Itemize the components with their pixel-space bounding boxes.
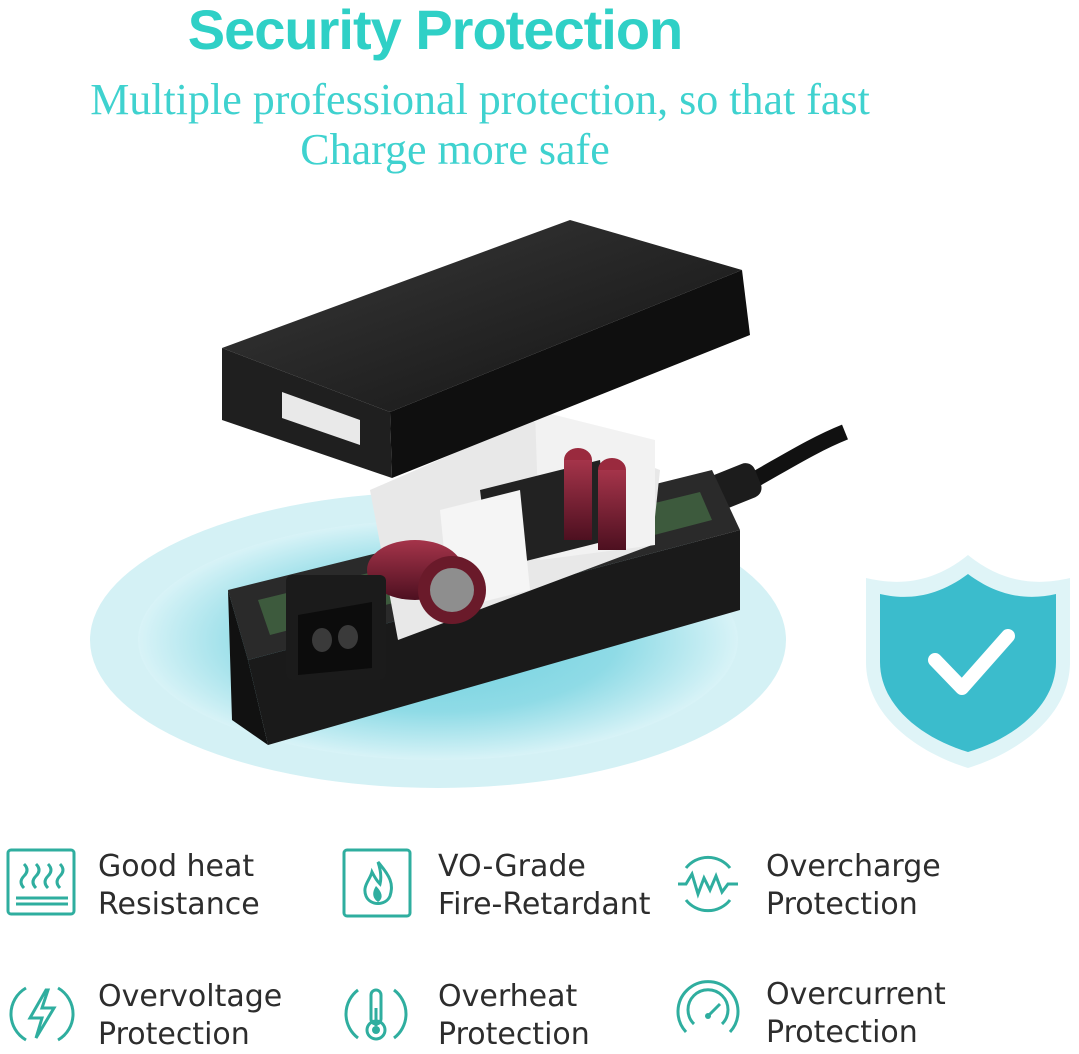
adapter-illustration	[90, 220, 1070, 788]
shield-check-icon	[866, 555, 1070, 768]
fire-retardant-icon	[342, 848, 412, 918]
feature-overcharge: Overcharge Protection	[672, 848, 941, 924]
feature-line-2: Fire-Retardant	[438, 887, 651, 922]
gauge-icon	[676, 980, 740, 1034]
feature-line-1: Good heat	[98, 849, 255, 884]
feature-line-2: Protection	[98, 1017, 250, 1052]
feature-line-1: Overcurrent	[766, 977, 946, 1012]
subtitle-line-1: Multiple professional protection, so tha…	[90, 75, 870, 124]
overvoltage-icon	[9, 986, 75, 1042]
thermometer-icon	[344, 988, 408, 1041]
overcharge-icon	[678, 855, 738, 913]
subtitle-line-2: Charge more safe	[300, 125, 610, 174]
feature-line-2: Resistance	[98, 887, 260, 922]
feature-overheat: Overheat Protection	[340, 978, 590, 1054]
feature-line-2: Protection	[766, 887, 918, 922]
feature-line-2: Protection	[766, 1015, 918, 1050]
feature-line-1: Overcharge	[766, 849, 941, 884]
page-title: Security Protection	[187, 0, 683, 61]
heat-resistance-icon	[6, 848, 76, 916]
feature-overvoltage: Overvoltage Protection	[6, 978, 282, 1054]
feature-line-2: Protection	[438, 1017, 590, 1052]
feature-heat-resistance: Good heat Resistance	[6, 844, 260, 924]
feature-fire-retardant: VO-Grade Fire-Retardant	[342, 848, 650, 924]
feature-overcurrent: Overcurrent Protection	[672, 976, 946, 1052]
feature-line-1: Overvoltage	[98, 979, 283, 1014]
feature-line-1: Overheat	[438, 979, 578, 1014]
feature-line-1: VO-Grade	[438, 849, 586, 884]
